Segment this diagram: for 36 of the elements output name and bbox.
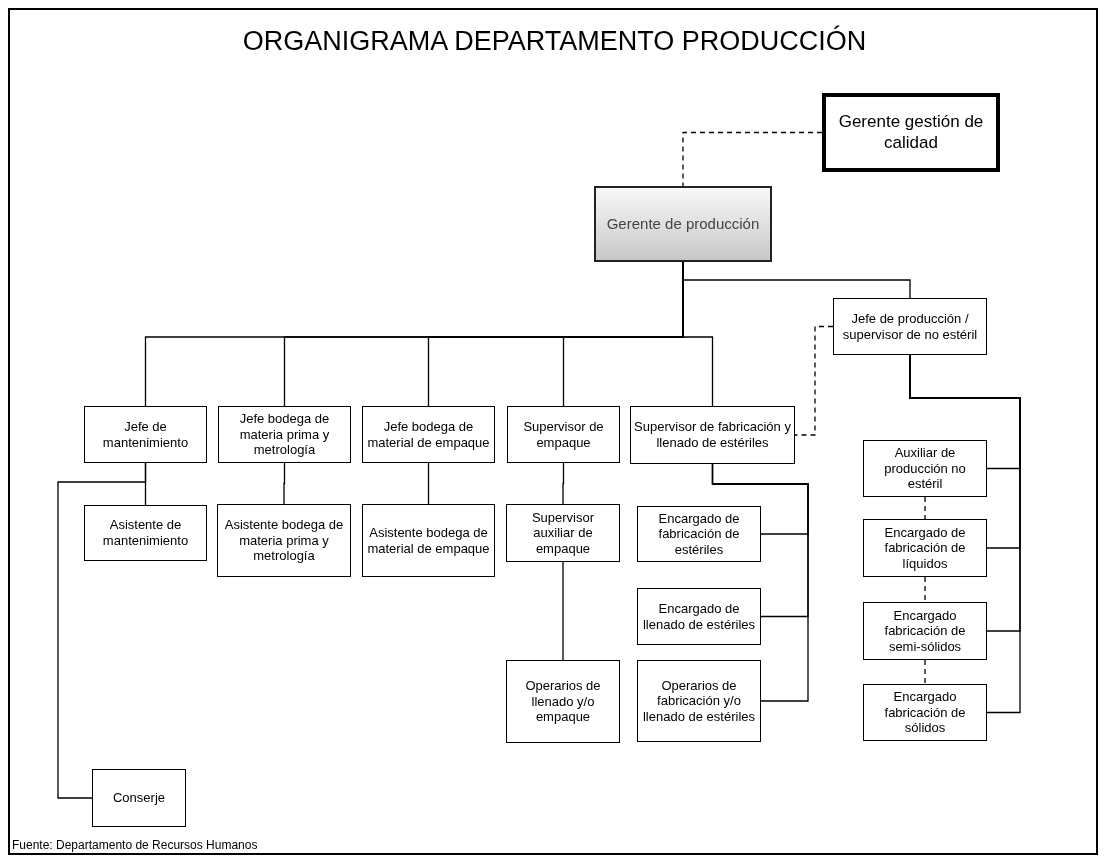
connector-line xyxy=(682,261,714,407)
position-box: Auxiliar de producción no estéril xyxy=(863,440,987,497)
dashed-connector xyxy=(924,576,926,603)
position-box: Encargado fabricación de semi-sólidos xyxy=(863,602,987,660)
position-box: Supervisor de empaque xyxy=(507,406,620,463)
chart-title: ORGANIGRAMA DEPARTAMENTO PRODUCCIÓN xyxy=(242,26,867,57)
position-box: Supervisor de fabricación y llenado de estériles xyxy=(630,406,795,464)
position-box: Jefe bodega de material de empaque xyxy=(362,406,495,463)
dashed-connector xyxy=(682,131,823,187)
position-box: Encargado de llenado de estériles xyxy=(637,588,761,645)
dashed-connector xyxy=(794,325,834,436)
position-box: Conserje xyxy=(92,769,186,827)
position-box: Supervisor auxiliar de empaque xyxy=(506,504,620,562)
position-box: Operarios de llenado y/o empaque xyxy=(506,660,620,743)
position-box: Encargado de fabricación de líquidos xyxy=(863,519,987,577)
connector-line xyxy=(711,463,809,702)
source-note: Fuente: Departamento de Recursos Humanos xyxy=(12,838,258,852)
dashed-connector xyxy=(924,496,926,520)
connector-line xyxy=(562,561,564,661)
position-box: Encargado de fabricación de estériles xyxy=(637,506,761,562)
position-box: Encargado fabricación de sólidos xyxy=(863,684,987,741)
position-box: Jefe de mantenimiento xyxy=(84,406,207,463)
connector-line xyxy=(909,354,1021,714)
position-box: Jefe de producción / supervisor de no estéril xyxy=(833,298,987,355)
connector-line xyxy=(562,462,565,505)
connector-line xyxy=(283,462,286,505)
connector-line xyxy=(427,462,430,505)
position-box: Asistente de mantenimiento xyxy=(84,505,207,561)
connector-line xyxy=(57,462,147,799)
position-box: Gerente de producción xyxy=(594,186,772,262)
position-box: Operarios de fabricación y/o llenado de estériles xyxy=(637,660,761,742)
dashed-connector xyxy=(924,659,926,685)
position-box: Asistente bodega de material de empaque xyxy=(362,504,495,577)
position-box: Gerente gestión de calidad xyxy=(822,93,1000,172)
position-box: Jefe bodega de materia prima y metrología xyxy=(218,406,351,463)
position-box: Asistente bodega de materia prima y metrología xyxy=(217,504,351,577)
